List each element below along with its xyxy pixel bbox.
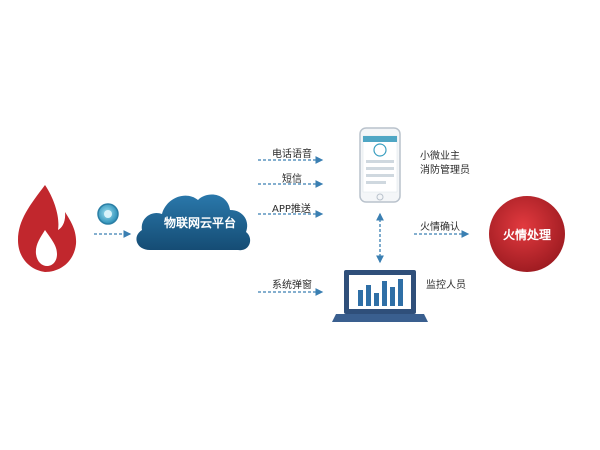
mobile-recipient-line2: 消防管理员 [420, 165, 470, 176]
fire-handling-badge [489, 196, 565, 272]
mobile-recipient-line1: 小微业主 [420, 151, 460, 162]
platform-label: 物联网云平台 [163, 216, 236, 230]
smoke-sensor-icon [97, 203, 119, 225]
smartphone-icon [359, 127, 401, 203]
channel-app-push-label: APP推送 [272, 204, 311, 215]
cloud-icon [136, 194, 251, 251]
fire-confirm-label: 火情确认 [420, 222, 460, 233]
channel-phone-voice-label: 电话语音 [272, 149, 312, 160]
channel-sms-label: 短信 [282, 174, 302, 185]
fire-icon [18, 185, 77, 272]
mobile-recipient-label: 小微业主 消防管理员 [420, 150, 470, 178]
outcome-label: 火情处理 [502, 228, 551, 242]
monitor-recipient-label: 监控人员 [426, 280, 466, 291]
channel-system-popup-label: 系统弹窗 [272, 280, 312, 291]
laptop-monitor-icon [332, 270, 428, 322]
